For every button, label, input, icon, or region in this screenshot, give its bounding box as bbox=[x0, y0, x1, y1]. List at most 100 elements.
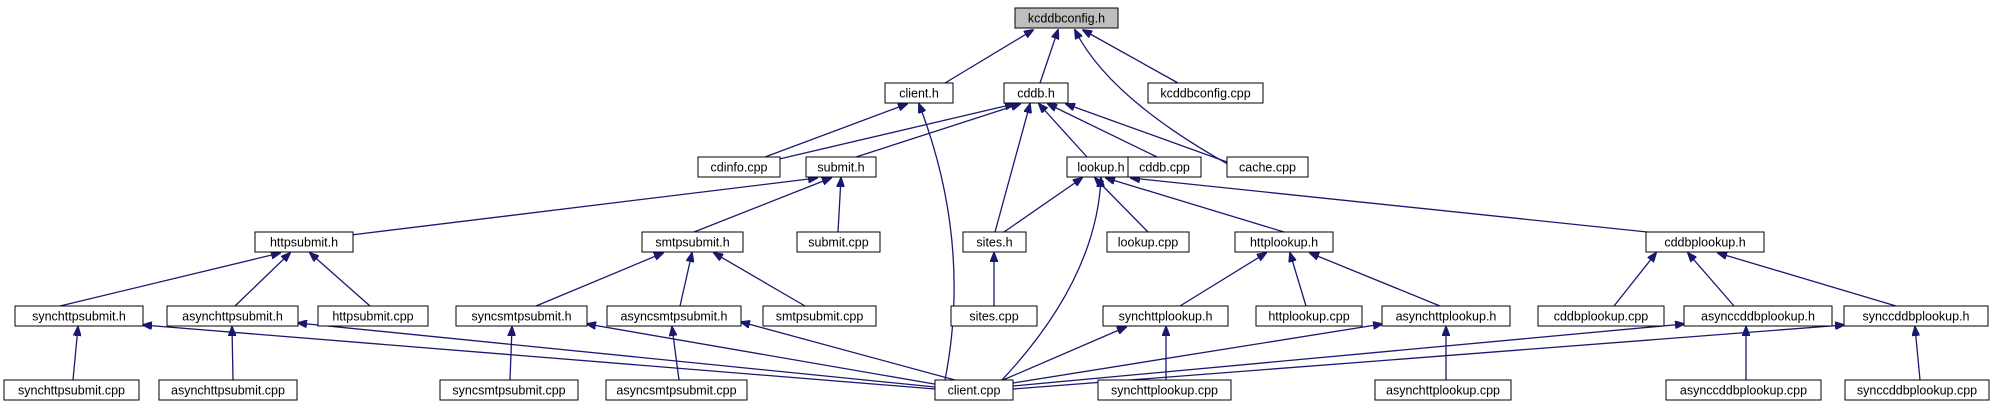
node-client-h[interactable]: client.h bbox=[884, 82, 954, 104]
edge-syncsmtpsubmit-cpp-to-syncsmtpsubmit-h bbox=[510, 327, 512, 381]
edge-lookup-cpp-to-lookup-h bbox=[1095, 178, 1149, 233]
node-smtpsubmit-h[interactable]: smtpsubmit.h bbox=[641, 231, 744, 253]
node-label: asyncsmtpsubmit.cpp bbox=[616, 384, 736, 398]
node-synchttplookup-h[interactable]: synchttplookup.h bbox=[1102, 305, 1229, 327]
node-cddblookup-h[interactable]: cddbplookup.h bbox=[1645, 231, 1765, 253]
node-label: httplookup.cpp bbox=[1268, 310, 1349, 324]
node-submit-h[interactable]: submit.h bbox=[805, 156, 877, 178]
node-synccddblookup-h[interactable]: synccddbplookup.h bbox=[1843, 305, 1989, 327]
edge-synccddblookup-cpp-to-synccddblookup-h bbox=[1915, 327, 1921, 381]
node-box bbox=[1844, 379, 1990, 401]
node-box bbox=[3, 379, 140, 401]
node-label: synccddbplookup.h bbox=[1862, 310, 1969, 324]
node-asynccddblookup-cpp[interactable]: asynccddbplookup.cpp bbox=[1665, 379, 1822, 401]
node-box bbox=[1014, 7, 1119, 29]
node-cache-cpp[interactable]: cache.cpp bbox=[1226, 156, 1309, 178]
node-box bbox=[158, 379, 298, 401]
node-box bbox=[1234, 231, 1334, 253]
node-label: asynchttplookup.cpp bbox=[1386, 384, 1500, 398]
node-synchttpsubmit-h[interactable]: synchttpsubmit.h bbox=[14, 305, 144, 327]
node-syncsmtpsubmit-h[interactable]: syncsmtpsubmit.h bbox=[455, 305, 588, 327]
node-client-cpp[interactable]: client.cpp bbox=[934, 379, 1014, 401]
edge-client-cpp-to-asynchttplookup-h bbox=[1012, 324, 1382, 384]
node-kcddbconfig-cpp[interactable]: kcddbconfig.cpp bbox=[1147, 82, 1264, 104]
edge-client-cpp-to-synchttpsubmit-h bbox=[143, 325, 936, 390]
edge-sites-h-to-lookup-h bbox=[1003, 178, 1082, 233]
node-asynchttplookup-h[interactable]: asynchttplookup.h bbox=[1381, 305, 1511, 327]
node-label: lookup.h bbox=[1077, 161, 1124, 175]
node-label: client.h bbox=[899, 87, 939, 101]
node-label: cddb.cpp bbox=[1139, 161, 1190, 175]
node-label: synccddbplookup.cpp bbox=[1857, 384, 1977, 398]
edge-client-cpp-to-client-h bbox=[919, 104, 955, 381]
node-syncsmtpsubmit-cpp[interactable]: syncsmtpsubmit.cpp bbox=[439, 379, 579, 401]
node-box bbox=[762, 305, 877, 327]
node-sites-h[interactable]: sites.h bbox=[962, 231, 1027, 253]
edge-cdinfo-cpp-to-client-h bbox=[764, 104, 907, 158]
node-asynchttpsubmit-h[interactable]: asynchttpsubmit.h bbox=[166, 305, 299, 327]
edge-cdinfo-cpp-to-cddb-h bbox=[774, 104, 1014, 161]
node-box bbox=[796, 231, 881, 253]
edge-httplookup-cpp-to-httplookup-h bbox=[1290, 253, 1307, 307]
edge-client-cpp-to-synccddblookup-h bbox=[1012, 325, 1844, 390]
node-lookup-cpp[interactable]: lookup.cpp bbox=[1106, 231, 1190, 253]
node-box bbox=[1097, 379, 1232, 401]
edge-client-cpp-to-asynchttpsubmit-h bbox=[298, 323, 936, 388]
edge-asynchttpsubmit-cpp-to-asynchttpsubmit-h bbox=[232, 327, 233, 381]
node-box bbox=[950, 305, 1038, 327]
edge-syncsmtpsubmit-h-to-smtpsubmit-h bbox=[535, 253, 663, 307]
node-box bbox=[1683, 305, 1833, 327]
node-label: cddbplookup.cpp bbox=[1554, 310, 1649, 324]
node-cddb-cpp[interactable]: cddb.cpp bbox=[1127, 156, 1202, 178]
node-cddb-h[interactable]: cddb.h bbox=[1003, 82, 1069, 104]
node-box bbox=[805, 156, 877, 178]
node-asyncsmtpsubmit-cpp[interactable]: asyncsmtpsubmit.cpp bbox=[605, 379, 748, 401]
edge-submit-h-to-cddb-h bbox=[855, 104, 1020, 158]
edge-sites-h-to-cddb-h bbox=[994, 104, 1030, 233]
node-asynccddblookup-h[interactable]: asynccddbplookup.h bbox=[1683, 305, 1833, 327]
node-box bbox=[1255, 305, 1363, 327]
node-label: submit.h bbox=[817, 161, 864, 175]
node-httpsubmit-cpp[interactable]: httpsubmit.cpp bbox=[317, 305, 429, 327]
node-sites-cpp[interactable]: sites.cpp bbox=[950, 305, 1038, 327]
node-label: asynchttpsubmit.cpp bbox=[171, 384, 285, 398]
edge-synchttpsubmit-h-to-httpsubmit-h bbox=[59, 253, 280, 307]
node-cddblookup-cpp[interactable]: cddbplookup.cpp bbox=[1537, 305, 1665, 327]
node-label: synchttplookup.cpp bbox=[1111, 384, 1218, 398]
node-synchttplookup-cpp[interactable]: synchttplookup.cpp bbox=[1097, 379, 1232, 401]
node-box bbox=[1003, 82, 1069, 104]
node-label: smtpsubmit.cpp bbox=[776, 310, 864, 324]
edge-cddblookup-h-to-lookup-h bbox=[1131, 178, 1658, 234]
edge-client-cpp-to-syncsmtpsubmit-h bbox=[587, 324, 941, 386]
node-asynchttpsubmit-cpp[interactable]: asynchttpsubmit.cpp bbox=[158, 379, 298, 401]
node-box bbox=[14, 305, 144, 327]
node-asynchttplookup-cpp[interactable]: asynchttplookup.cpp bbox=[1374, 379, 1512, 401]
node-label: kcddbconfig.cpp bbox=[1160, 87, 1250, 101]
node-box bbox=[1147, 82, 1264, 104]
node-synchttpsubmit-cpp[interactable]: synchttpsubmit.cpp bbox=[3, 379, 140, 401]
node-kcddbconfig-h[interactable]: kcddbconfig.h bbox=[1014, 7, 1119, 29]
node-httpsubmit-h[interactable]: httpsubmit.h bbox=[254, 231, 354, 253]
node-synccddblookup-cpp[interactable]: synccddbplookup.cpp bbox=[1844, 379, 1990, 401]
node-label: submit.cpp bbox=[808, 236, 868, 250]
node-httplookup-h[interactable]: httplookup.h bbox=[1234, 231, 1334, 253]
node-smtpsubmit-cpp[interactable]: smtpsubmit.cpp bbox=[762, 305, 877, 327]
edge-httpsubmit-cpp-to-httpsubmit-h bbox=[310, 253, 371, 307]
node-submit-cpp[interactable]: submit.cpp bbox=[796, 231, 881, 253]
node-label: asynccddbplookup.h bbox=[1701, 310, 1815, 324]
edge-httpsubmit-h-to-submit-h bbox=[350, 178, 817, 236]
edge-smtpsubmit-cpp-to-smtpsubmit-h bbox=[714, 253, 806, 307]
node-label: synchttpsubmit.h bbox=[32, 310, 126, 324]
node-cdinfo-cpp[interactable]: cdinfo.cpp bbox=[697, 156, 781, 178]
edge-client-cpp-to-lookup-h bbox=[1001, 178, 1101, 381]
node-label: asynccddbplookup.cpp bbox=[1680, 384, 1807, 398]
edge-lookup-h-to-cddb-h bbox=[1039, 104, 1088, 158]
node-lookup-h[interactable]: lookup.h bbox=[1066, 156, 1136, 178]
node-asyncsmtpsubmit-h[interactable]: asyncsmtpsubmit.h bbox=[606, 305, 742, 327]
node-label: httplookup.h bbox=[1250, 236, 1318, 250]
edge-submit-cpp-to-submit-h bbox=[838, 178, 841, 233]
node-httplookup-cpp[interactable]: httplookup.cpp bbox=[1255, 305, 1363, 327]
nodes: kcddbconfig.h client.h cddb.h kcddbconfig.c… bbox=[3, 7, 1990, 401]
edge-synchttplookup-h-to-httplookup-h bbox=[1179, 253, 1266, 307]
